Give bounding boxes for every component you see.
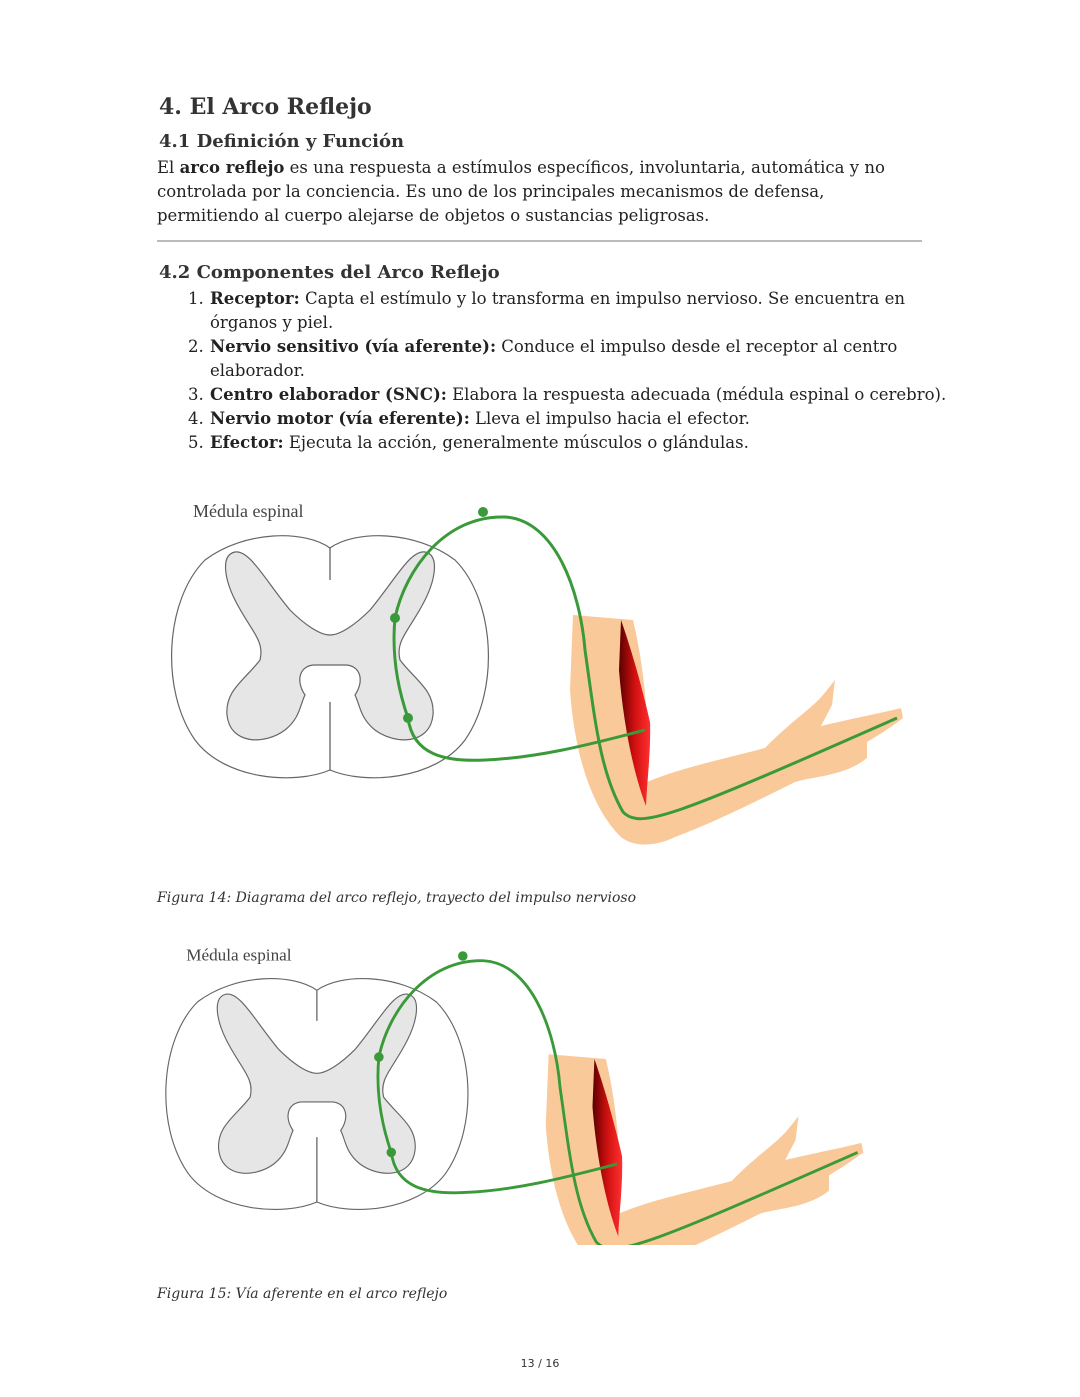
- nerve-dot: [374, 1052, 384, 1062]
- list-item: Centro elaborador (SNC): Elabora la resp…: [209, 383, 969, 407]
- nerve-dot: [458, 951, 468, 961]
- item-text: Elabora la respuesta adecuada (médula es…: [446, 385, 947, 404]
- text: es una respuesta a estímulos específicos…: [157, 158, 885, 225]
- item-term: Efector:: [210, 433, 284, 452]
- muscle: [619, 620, 651, 806]
- spinal-cord-label: Médula espinal: [193, 501, 303, 521]
- list-item: Receptor: Capta el estímulo y lo transfo…: [209, 287, 969, 335]
- reflex-arc-diagram: Médula espinal: [171, 501, 903, 845]
- arm: [570, 615, 903, 845]
- item-term: Centro elaborador (SNC):: [210, 385, 447, 404]
- gray-matter: [225, 551, 435, 741]
- subsection-title-componentes: 4.2 Componentes del Arco Reflejo: [159, 262, 500, 283]
- list-item: Nervio sensitivo (vía aferente): Conduce…: [209, 335, 969, 383]
- item-text: Lleva el impulso hacia el efector.: [469, 409, 750, 428]
- spinal-cord-label: Médula espinal: [186, 946, 292, 965]
- nerve-dot: [478, 507, 488, 517]
- item-term: Nervio sensitivo (vía aferente):: [210, 337, 497, 356]
- nerve-dot: [386, 1147, 397, 1158]
- figure-reflex-arc-1: Médula espinal: [155, 490, 910, 855]
- divider: [157, 240, 922, 242]
- nerve-dot: [390, 613, 400, 623]
- list-item: Nervio motor (vía eferente): Lleva el im…: [209, 407, 969, 431]
- page-number: 13 / 16: [520, 1357, 560, 1370]
- item-text: Capta el estímulo y lo transforma en imp…: [210, 289, 906, 332]
- section-title: 4. El Arco Reflejo: [159, 94, 372, 120]
- text: El: [157, 158, 180, 177]
- bold-term: arco reflejo: [179, 158, 285, 177]
- muscle: [592, 1058, 623, 1237]
- components-list: Receptor: Capta el estímulo y lo transfo…: [157, 287, 969, 455]
- subsection-title-definicion: 4.1 Definición y Función: [159, 131, 405, 152]
- definition-paragraph: El arco reflejo es una respuesta a estím…: [157, 156, 917, 228]
- figure-caption: Figura 14: Diagrama del arco reflejo, tr…: [157, 890, 637, 906]
- item-term: Nervio motor (vía eferente):: [210, 409, 470, 428]
- figure-reflex-arc-2: Médula espinal: [150, 935, 870, 1245]
- nerve-dot: [403, 713, 413, 723]
- item-text: Ejecuta la acción, generalmente músculos…: [283, 433, 749, 452]
- gray-matter: [216, 993, 417, 1174]
- list-item: Efector: Ejecuta la acción, generalmente…: [209, 431, 969, 455]
- reflex-arc-diagram: Médula espinal: [165, 946, 864, 1245]
- item-text: Conduce el impulso desde el receptor al …: [210, 337, 898, 380]
- item-term: Receptor:: [210, 289, 300, 308]
- figure-caption: Figura 15: Vía aferente en el arco refle…: [157, 1286, 448, 1302]
- nerve-pathway: [376, 959, 859, 1245]
- nerve-pathway: [392, 515, 898, 821]
- arm: [545, 1054, 864, 1245]
